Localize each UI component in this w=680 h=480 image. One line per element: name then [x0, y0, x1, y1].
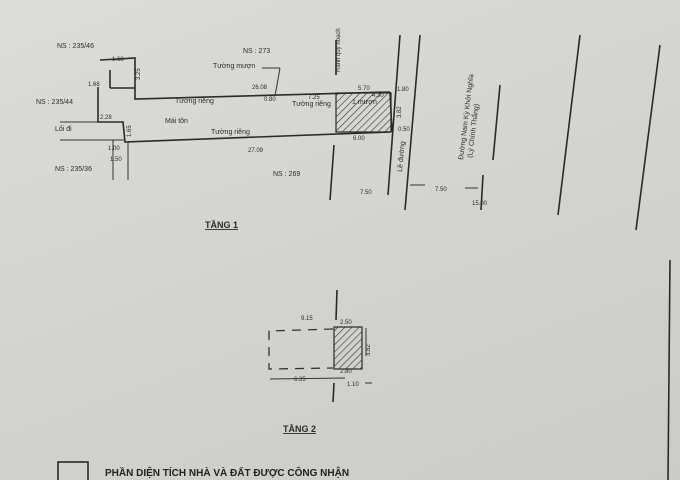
- dim-6-00: 6.00: [353, 136, 365, 142]
- neighbor-ns-235-44: NS : 235/44: [36, 99, 73, 106]
- dim-7-50-left: 7.50: [360, 190, 372, 196]
- dim-2-50: 2.50: [340, 320, 352, 326]
- dim-26-08: 26.08: [252, 85, 268, 91]
- label-le-duong: Lề đường: [395, 141, 407, 172]
- dim-6-35: 6.35: [294, 377, 306, 383]
- dim-5-70: 5.70: [358, 86, 370, 92]
- label-mai-ton: Mái tôn: [165, 118, 188, 125]
- neighbor-ns-269: NS : 269: [273, 171, 300, 178]
- dim-1-68-top: 1.68: [112, 57, 124, 63]
- dim-27-09: 27.09: [248, 148, 264, 154]
- recognized-area-hatch-floor2: [333, 326, 363, 370]
- dim-3-82-floor2: 3.82: [366, 344, 372, 356]
- label-loi-di: Lối đi: [55, 124, 72, 133]
- neighbor-ns-273: NS : 273: [243, 48, 270, 55]
- label-tuong-rieng-bottom: Tường riêng: [211, 129, 250, 136]
- floor2-title: TẦNG 2: [283, 424, 316, 434]
- dim-9-15: 9.15: [301, 316, 313, 322]
- dim-2-28: 2.28: [100, 115, 112, 121]
- dim-3-25: 3.25: [136, 68, 142, 80]
- label-tuong-rieng-right: Tường riêng: [292, 101, 331, 108]
- dim-7-50-right: 7.50: [435, 187, 447, 193]
- dim-3-82-floor1: 3.82: [397, 106, 403, 118]
- dim-15-00: 15.00: [472, 201, 488, 207]
- dim-1-10: 1.10: [347, 382, 359, 388]
- dim-2-80: 2.80: [340, 369, 352, 375]
- label-tuong-muon: Tường mượn: [213, 63, 255, 70]
- neighbor-ns-235-46: NS : 235/46: [57, 43, 94, 50]
- dim-1-00: 1.00: [108, 146, 120, 152]
- floor1-title: TẦNG 1: [205, 220, 238, 230]
- legend-text: PHẦN DIỆN TÍCH NHÀ VÀ ĐẤT ĐƯỢC CÔNG NHẬN: [105, 466, 349, 479]
- neighbor-ns-235-36: NS : 235/36: [55, 166, 92, 173]
- floor2-plot-outline: [268, 289, 372, 403]
- planning-boundary-lines: [329, 34, 671, 480]
- label-tuong-rieng-top: Tường riêng: [175, 98, 214, 105]
- dim-1-50: 1.50: [110, 157, 122, 163]
- recognized-area-hatch-floor1: [335, 92, 392, 133]
- dim-7-25: 7.25: [308, 95, 320, 101]
- dim-1-80: 1.80: [397, 87, 409, 93]
- dim-0-50: 0.50: [398, 127, 410, 133]
- dim-1-68-left: 1.68: [88, 82, 100, 88]
- dim-0-80: 0.80: [264, 97, 276, 103]
- dim-4-30: 4.30: [372, 93, 384, 99]
- legend-box: [57, 461, 89, 480]
- label-muon: 1 mượn: [352, 99, 377, 106]
- label-ranh-quy-hoach: Ranh quy hoạch: [336, 28, 342, 72]
- dim-1-65: 1.65: [127, 125, 133, 137]
